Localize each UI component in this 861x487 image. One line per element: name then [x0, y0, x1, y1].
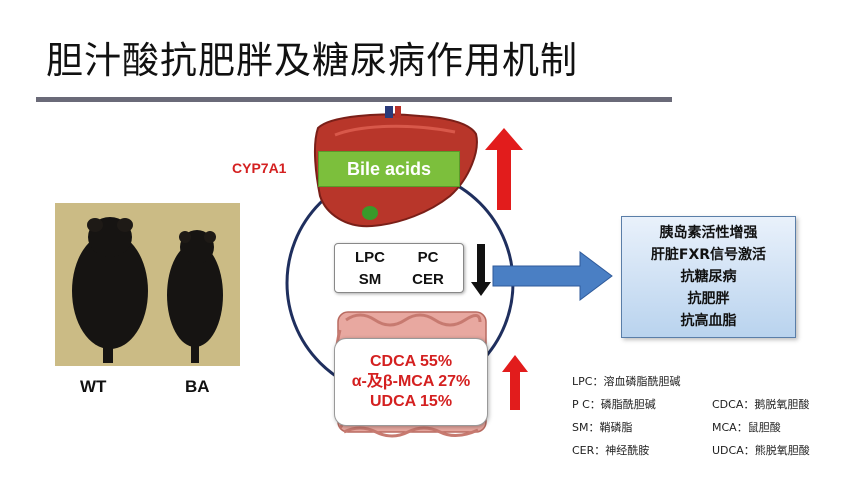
effect-item: 抗肥胖: [687, 291, 730, 307]
legend-row: LPC：溶血磷脂酰胆碱: [572, 370, 852, 393]
lipid-box: LPC PC SM CER: [334, 243, 464, 293]
legend-entry: UDCA：熊脱氧胆酸: [712, 444, 810, 457]
ba-label: BA: [185, 377, 210, 396]
legend-entry: SM：鞘磷脂: [572, 421, 633, 434]
legend-row: CER：神经酰胺 UDCA：熊脱氧胆酸: [572, 439, 852, 462]
composition-mca: α-及β-MCA 27%: [351, 373, 471, 390]
effect-item: 抗糖尿病: [680, 269, 737, 285]
legend-entry: [712, 370, 852, 393]
legend-row: SM：鞘磷脂 MCA：鼠胆酸: [572, 416, 852, 439]
effect-item: 抗高血脂: [680, 313, 737, 329]
decrease-arrow: [471, 244, 491, 296]
composition-udca: UDCA 15%: [369, 393, 453, 410]
effects-box: 胰岛素活性增强 肝脏FXR信号激活 抗糖尿病 抗肥胖 抗高血脂: [621, 216, 796, 338]
legend-row: P C：磷脂酰胆碱 CDCA：鹅脱氧胆酸: [572, 393, 852, 416]
page-title: 胆汁酸抗肥胖及糖尿病作用机制: [46, 39, 578, 82]
title-underline: [36, 97, 672, 102]
legend-entry: LPC：溶血磷脂酰胆碱: [572, 375, 681, 388]
bile-acid-composition-box: CDCA 55% α-及β-MCA 27% UDCA 15%: [334, 338, 488, 426]
lipid-cer: CER: [412, 270, 444, 288]
lipid-pc: PC: [417, 248, 439, 266]
effect-item: 胰岛素活性增强: [659, 225, 758, 241]
effect-item: 肝脏FXR信号激活: [650, 247, 767, 263]
mice-photo: [55, 203, 240, 366]
lipid-sm: SM: [358, 270, 382, 288]
increase-arrow-bottom: [502, 355, 528, 410]
flow-arrow: [492, 251, 613, 301]
enzyme-label: CYP7A1: [232, 160, 287, 176]
bile-acids-box: Bile acids: [318, 151, 460, 187]
legend-entry: CDCA：鹅脱氧胆酸: [712, 398, 810, 411]
legend-entry: MCA：鼠胆酸: [712, 421, 781, 434]
mice-illustration: [55, 203, 240, 366]
composition-cdca: CDCA 55%: [369, 353, 453, 370]
wt-label: WT: [80, 377, 107, 396]
legend-entry: CER：神经酰胺: [572, 444, 650, 457]
abbreviation-legend: LPC：溶血磷脂酰胆碱 P C：磷脂酰胆碱 CDCA：鹅脱氧胆酸 SM：鞘磷脂 …: [572, 370, 852, 462]
legend-entry: P C：磷脂酰胆碱: [572, 398, 656, 411]
lipid-lpc: LPC: [355, 248, 385, 266]
increase-arrow-top: [485, 128, 523, 210]
